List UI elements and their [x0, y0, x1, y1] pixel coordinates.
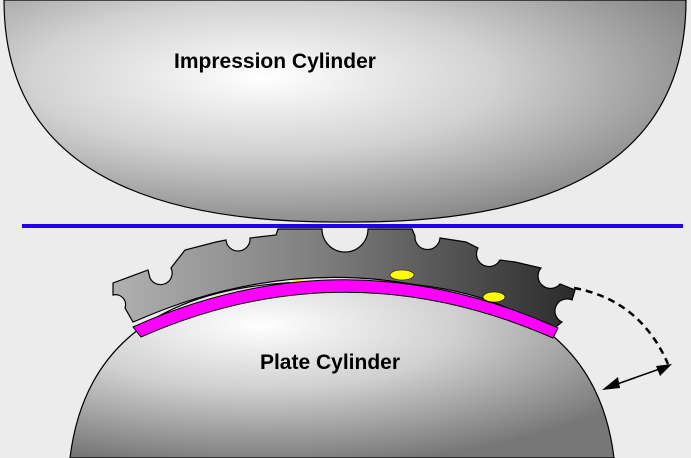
- ink-dot: [482, 291, 506, 303]
- printing-plate: [132, 279, 559, 339]
- dashed-arc: [573, 286, 670, 365]
- arrow-head-right: [656, 364, 672, 376]
- ink-dot: [389, 269, 415, 281]
- impression-cylinder-label: Impression Cylinder: [174, 50, 376, 73]
- impression-cylinder: [3, 0, 687, 223]
- blanket-ring: [112, 228, 576, 331]
- arrow-head-left: [602, 377, 620, 390]
- plate-cylinder-label: Plate Cylinder: [260, 351, 400, 374]
